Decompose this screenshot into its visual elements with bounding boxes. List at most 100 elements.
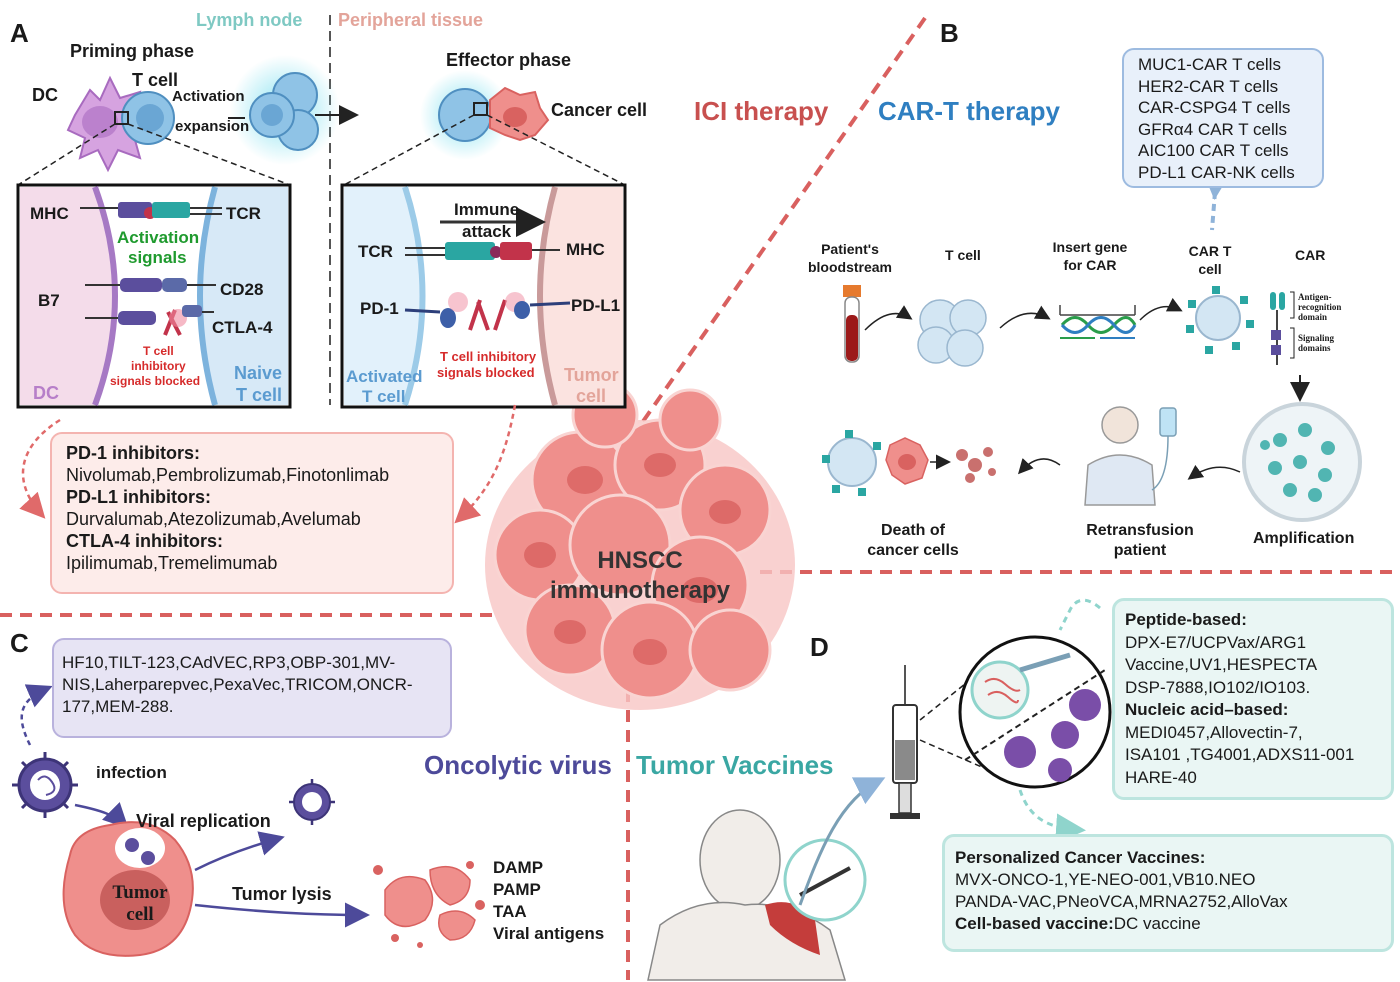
step-insert-gene: Insert gene for CAR bbox=[1040, 238, 1140, 274]
vaccine-zoom-circle bbox=[958, 635, 1112, 789]
car-t-cell-icon bbox=[1186, 286, 1254, 354]
infection-label: infection bbox=[96, 763, 167, 782]
tumor-cell-line1: Tumor bbox=[112, 882, 168, 903]
step-insert-line2: for CAR bbox=[1063, 257, 1117, 273]
pd1-label: PD-1 bbox=[360, 299, 399, 318]
priming-synapse-inset bbox=[16, 183, 292, 409]
oncolytic-virus-title: Oncolytic virus bbox=[424, 750, 612, 780]
right-blocked-line2: signals blocked bbox=[437, 365, 535, 380]
t-cell-label: T cell bbox=[132, 70, 179, 90]
nucleic-title: Nucleic acid–based: bbox=[1125, 700, 1289, 719]
tumor-lysis-label: Tumor lysis bbox=[232, 884, 332, 904]
t-cells-cluster-icon bbox=[917, 299, 987, 367]
pdl1-inhibitors-drugs: Durvalumab,Atezolizumab,Avelumab bbox=[66, 509, 361, 529]
right-tcr-label: TCR bbox=[358, 242, 393, 261]
checkpoint-inhibitors-box: PD-1 inhibitors: Nivolumab,Pembrolizumab… bbox=[50, 432, 454, 594]
antigen-line1: Antigen- bbox=[1298, 292, 1332, 302]
car-product-item: PD-L1 CAR-NK cells bbox=[1138, 162, 1295, 182]
antigen-domain-label: Antigen- recognition domain bbox=[1298, 292, 1341, 322]
step-t-cell: T cell bbox=[945, 247, 981, 263]
tumor-cell-label: Tumor cell bbox=[105, 882, 175, 926]
released-virus-icon bbox=[289, 779, 335, 825]
car-product-item: HER2-CAR T cells bbox=[1138, 76, 1279, 96]
pd1-inhibitors-title: PD-1 inhibitors: bbox=[66, 443, 200, 463]
release-item: Viral antigens bbox=[493, 924, 605, 943]
arrow-to-peptide-box bbox=[1058, 598, 1101, 631]
step-death-line1: Death of bbox=[881, 522, 945, 539]
immune-line1: Immune bbox=[454, 200, 520, 219]
tumor-line1: Tumor bbox=[564, 365, 619, 385]
personalized-title: Personalized Cancer Vaccines: bbox=[955, 848, 1206, 867]
step-retransfusion: Retransfusion patient bbox=[1075, 521, 1205, 561]
nucleic-line: MEDI0457,Allovectin-7, bbox=[1125, 722, 1303, 742]
priming-phase-label: Priming phase bbox=[70, 41, 195, 61]
step-retrans-line1: Retransfusion bbox=[1086, 522, 1194, 539]
step-insert-line1: Insert gene bbox=[1052, 239, 1128, 255]
tumor-line2: cell bbox=[576, 386, 607, 406]
effector-synapse-inset bbox=[340, 183, 627, 409]
peptide-title: Peptide-based: bbox=[1125, 610, 1247, 629]
naive-t-cell-illustration bbox=[17, 91, 291, 186]
patient-shoulder-icon bbox=[647, 777, 886, 981]
tcr-label: TCR bbox=[226, 204, 261, 223]
oncolytic-virus-icon bbox=[12, 752, 78, 818]
inset-dc-label: DC bbox=[33, 383, 59, 403]
activation-signals-line1: Activation bbox=[117, 228, 200, 247]
blocked-line3: signals blocked bbox=[110, 374, 201, 388]
right-blocked-line1: T cell inhibitory bbox=[440, 349, 537, 364]
release-item: TAA bbox=[493, 902, 527, 921]
car-structure-icon bbox=[1270, 291, 1295, 365]
cell-based-line: Cell-based vaccine:DC vaccine bbox=[955, 913, 1381, 935]
released-antigens-list: DAMP PAMP TAA Viral antigens bbox=[493, 857, 604, 945]
antigen-line3: domain bbox=[1298, 312, 1328, 322]
peptide-line: Vaccine,UV1,HESPECTA bbox=[1125, 655, 1318, 674]
personalized-vaccines-box: Personalized Cancer Vaccines: MVX-ONCO-1… bbox=[942, 834, 1394, 952]
naive-line2: T cell bbox=[236, 385, 283, 405]
syringe-icon bbox=[890, 665, 1001, 819]
ctla4-inhibitors-drugs: Ipilimumab,Tremelimumab bbox=[66, 553, 278, 573]
personalized-line: PANDA-VAC,PNeoVCA,MRNA2752,AlloVax bbox=[955, 892, 1288, 911]
petri-dish-icon bbox=[1242, 402, 1362, 522]
step-retrans-line2: patient bbox=[1113, 542, 1167, 559]
cancer-cell-death-icon bbox=[822, 430, 996, 496]
nucleic-line: ISA101 ,TG4001,ADXS11-001 bbox=[1125, 745, 1355, 764]
step-car-t-line1: CAR T bbox=[1188, 243, 1232, 259]
cancer-cell-label: Cancer cell bbox=[551, 100, 648, 120]
effector-contact-illustration bbox=[343, 70, 626, 186]
cell-based-value: DC vaccine bbox=[1113, 914, 1201, 933]
step-death-line2: cancer cells bbox=[867, 542, 959, 559]
blocked-line2: inhibitory bbox=[131, 359, 186, 373]
arrow-to-personalized-box bbox=[1018, 789, 1086, 844]
blocked-line1: T cell bbox=[143, 344, 174, 358]
arrow-infection bbox=[74, 802, 129, 829]
peripheral-tissue-label: Peripheral tissue bbox=[338, 10, 484, 30]
arrow-tcell-to-gene bbox=[999, 305, 1051, 329]
arrow-to-inhibitors-left bbox=[19, 418, 61, 519]
car-product-item: AIC100 CAR T cells bbox=[1138, 141, 1289, 160]
arrow-tumor-lysis bbox=[194, 902, 370, 928]
center-title-line2: immunotherapy bbox=[549, 577, 731, 604]
signal-line1: Signaling bbox=[1298, 333, 1335, 343]
release-item: DAMP bbox=[493, 858, 544, 877]
activation-signals-line2: signals bbox=[128, 248, 187, 267]
right-mhc-label: MHC bbox=[566, 240, 605, 259]
step-bloodstream-line1: Patient's bbox=[821, 241, 879, 257]
antigen-line2: recognition bbox=[1298, 302, 1342, 312]
signal-line2: domains bbox=[1298, 343, 1331, 353]
panel-c-label: C bbox=[10, 628, 29, 658]
peptide-line: DSP-7888,IO102/IO103. bbox=[1125, 677, 1311, 697]
patient-retransfusion-icon bbox=[1084, 406, 1177, 506]
step-car-t-cell: CAR T cell bbox=[1180, 242, 1240, 278]
ctla4-label: CTLA-4 bbox=[212, 318, 273, 337]
signaling-domain-label: Signaling domains bbox=[1298, 333, 1334, 353]
cell-based-title: Cell-based vaccine: bbox=[955, 914, 1114, 933]
arrow-virus-to-list bbox=[20, 684, 53, 746]
center-tumor-mass bbox=[485, 381, 795, 710]
lymph-node-label: Lymph node bbox=[196, 10, 303, 30]
oncolytic-virus-list: HF10,TILT-123,CAdVEC,RP3,OBP-301,MV-NIS,… bbox=[62, 653, 413, 716]
activated-line1: Activated bbox=[346, 367, 423, 386]
ici-therapy-title: ICI therapy bbox=[694, 96, 829, 126]
pdl1-inhibitors-title: PD-L1 inhibitors: bbox=[66, 487, 211, 507]
